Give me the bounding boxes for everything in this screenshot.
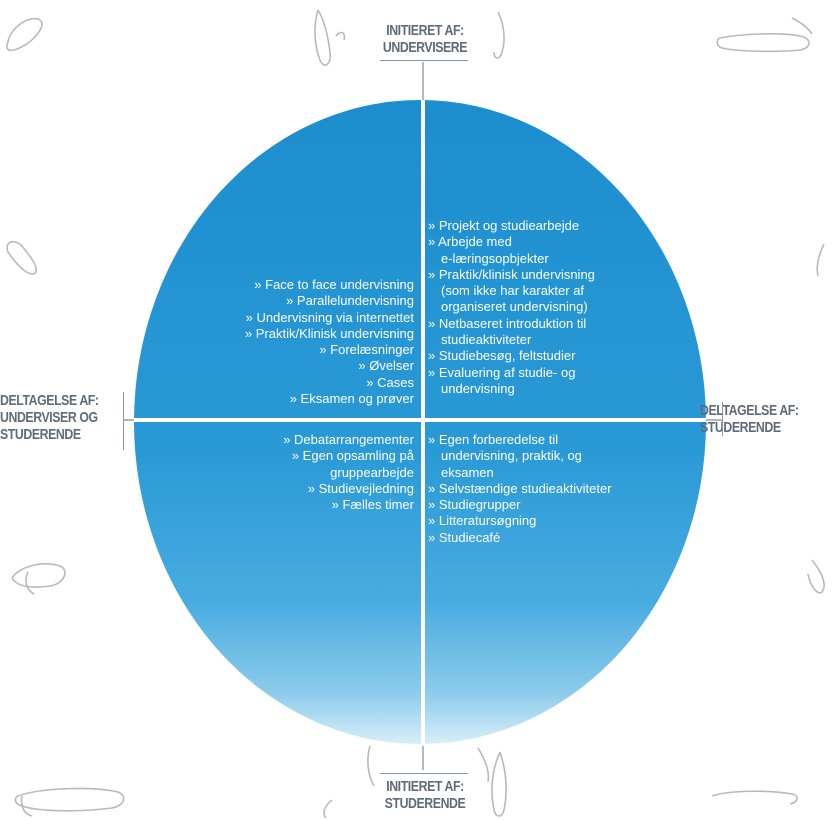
doodle-top-right-corner [791,17,813,35]
doodle-left-low-2 [25,571,35,595]
axis-label-bottom-line2: STUDERENDE [384,795,466,812]
doodle-bottom-right [711,790,798,805]
axis-label-top-line2: UNDERVISERE [382,39,468,56]
list-item: » Studiegrupper [428,497,521,513]
list-item: » Eksamen og prøver [289,391,414,407]
list-item-continuation: gruppearbejde [330,464,414,480]
axis-label-bottom-line1: INITIERET AF: [386,778,464,795]
axis-label-top: INITIERET AF: UNDERVISERE [355,22,494,56]
doodle-bottom-center-left-2 [367,745,375,787]
list-item: » Undervisning via internettet [245,309,414,325]
quadrant-bottom-right: » Egen forberedelse til undervisning, pr… [428,432,612,546]
list-item: » Arbejde med [428,234,512,250]
axis-label-right: DELTAGELSE AF: STUDERENDE [700,402,831,436]
list-item: » Litteratursøgning [428,513,537,529]
list-item-continuation: eksamen [441,464,494,480]
axis-label-left-line1: DELTAGELSE AF: [0,392,99,409]
doodle-bottom-right-clip [491,751,507,817]
axis-label-bottom-overline [380,773,468,774]
doodle-left-low [11,563,66,588]
list-item-continuation: studieaktiviteter [441,332,532,348]
list-item-continuation: undervisning, praktik, og [441,448,582,464]
axis-label-right-line2: STUDERENDE [700,419,781,436]
list-item: » Fælles timer [331,497,414,513]
doodle-top-left [6,17,43,52]
list-item: » Egen forberedelse til [428,432,559,447]
list-item: » Studiebesøg, feltstudier [428,348,576,364]
doodle-right-low [807,559,825,594]
quadrant-top-right: » Projekt og studiearbejde » Arbejde med… [428,218,595,397]
list-item: » Praktik/Klinisk undervisning [244,325,414,341]
list-item-continuation: undervisning [441,380,515,396]
axis-label-left-line3: STUDERENDE [0,426,81,443]
axis-label-left-line2: UNDERVISER OG [0,409,98,426]
list-item: » Face to face undervisning [254,277,414,292]
list-item: » Netbaseret introduktion til [428,315,587,331]
list-item: » Projekt og studiearbejde [428,218,580,233]
doodle-bottom-center-right [477,747,490,783]
list-item-continuation: organiseret undervisning) [441,299,588,315]
doodle-left-mid [6,240,38,275]
axis-label-left-bar [123,392,124,450]
doodle-top-center-left-2 [335,31,346,41]
doodle-top-center-right [493,11,505,59]
doodle-right-mid [816,243,825,277]
list-item: » Cases [366,374,414,390]
list-item: » Debatarrangementer [283,432,414,447]
list-item: » Parallelundervisning [286,293,414,309]
doodle-bottom-left-2 [20,795,33,817]
axis-label-left: DELTAGELSE AF: UNDERVISER OG STUDERENDE [0,392,115,443]
doodle-decorations [6,9,825,819]
quadrant-bottom-left: » Debatarrangementer » Egen opsamling på… [283,432,414,513]
list-item-continuation: (som ikke har karakter af [441,283,585,299]
axis-label-right-bar [722,402,723,436]
axis-label-top-line1: INITIERET AF: [386,22,464,39]
quadrant-top-left: » Face to face undervisning » Parallelun… [245,277,414,407]
axis-label-right-line1: DELTAGELSE AF: [700,402,799,419]
list-item: » Forelæsninger [319,342,414,358]
doodle-top-right [716,33,810,53]
axis-label-top-underline [380,60,468,61]
doodle-bottom-center-left [323,799,333,819]
doodle-bottom-left [14,787,125,812]
list-item: » Egen opsamling på [291,448,414,464]
list-item: » Selvstændige studieaktiviteter [428,480,612,496]
list-item: » Øvelser [358,358,414,374]
axis-label-bottom: INITIERET AF: STUDERENDE [355,778,494,812]
list-item: » Studievejledning [307,480,414,496]
doodle-top-center-left [314,9,332,66]
list-item: » Praktik/klinisk undervisning [428,266,595,282]
list-item-continuation: e-læringsopbjekter [441,250,549,266]
list-item: » Studiecafé [428,529,501,545]
list-item: » Evaluering af studie- og [428,364,576,380]
